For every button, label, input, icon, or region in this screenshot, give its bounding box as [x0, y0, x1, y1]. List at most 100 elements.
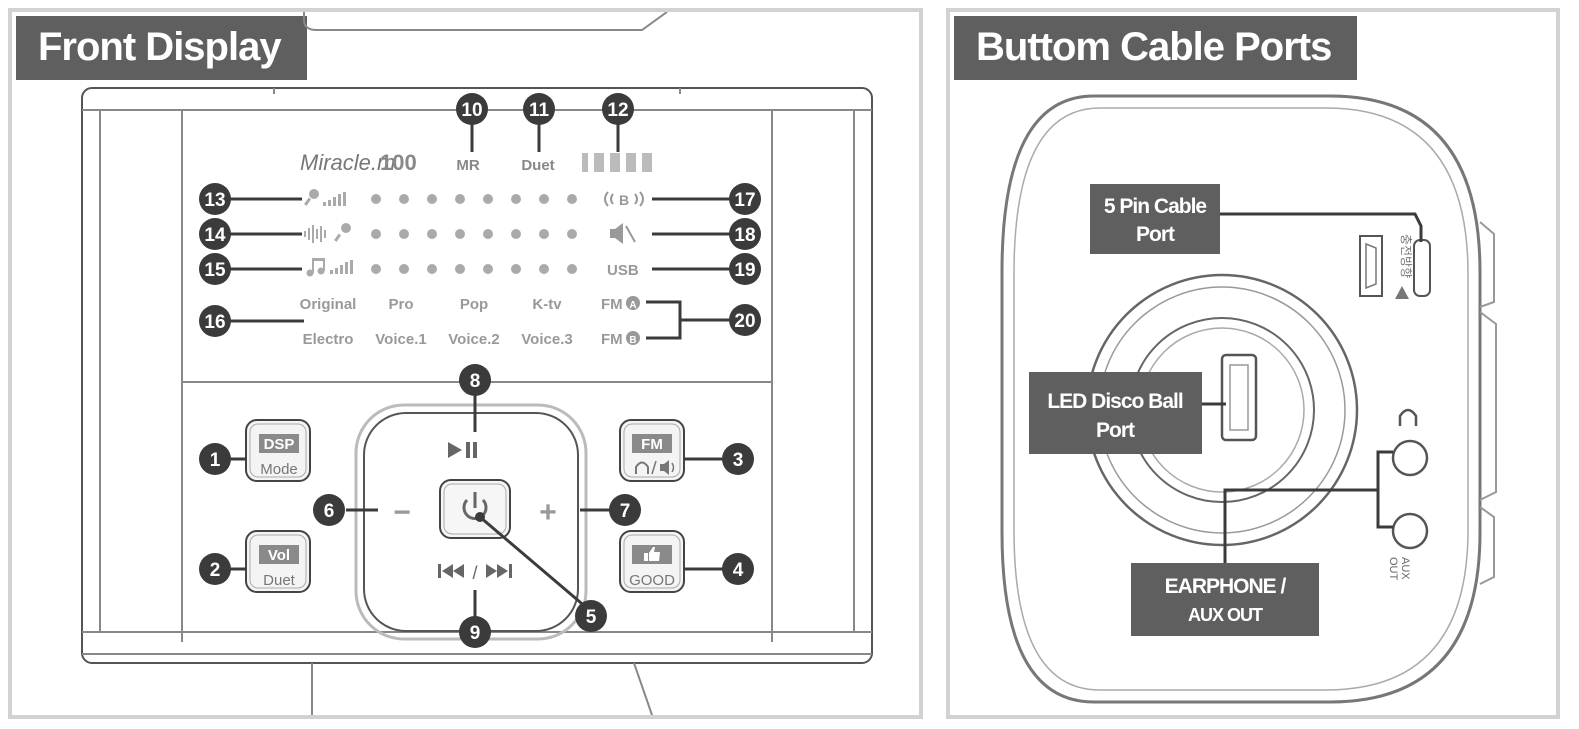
- svg-text:11: 11: [529, 100, 550, 121]
- callout-6: 6: [313, 494, 345, 526]
- plus-button[interactable]: +: [539, 496, 557, 529]
- dsp-mode-button[interactable]: DSP Mode: [245, 419, 311, 482]
- minus-button[interactable]: −: [393, 496, 411, 529]
- thumbs-up-icon: [644, 547, 660, 561]
- svg-text:3: 3: [733, 450, 744, 471]
- vol-duet-button[interactable]: Vol Duet: [245, 530, 311, 593]
- svg-text:14: 14: [204, 225, 226, 246]
- usb-indicator: USB: [607, 262, 639, 279]
- echo-mic-icon: [304, 223, 351, 243]
- callout-5: 5: [575, 600, 607, 632]
- callout-8: 8: [459, 364, 491, 396]
- svg-text:19: 19: [734, 260, 755, 281]
- callout-2: 2: [199, 553, 231, 585]
- front-display-title: Front Display: [16, 16, 307, 80]
- aux-out-jack: [1391, 512, 1429, 550]
- duet-indicator: Duet: [521, 157, 554, 174]
- svg-text:13: 13: [204, 190, 225, 211]
- svg-text:16: 16: [204, 312, 225, 333]
- svg-text:DSP: DSP: [264, 436, 295, 453]
- svg-text:Port: Port: [1136, 223, 1175, 246]
- callout-16: 16: [199, 305, 231, 337]
- svg-text:18: 18: [734, 225, 755, 246]
- svg-text:Vol: Vol: [268, 547, 290, 564]
- svg-text:5 Pin Cable: 5 Pin Cable: [1104, 195, 1207, 218]
- svg-text:FM: FM: [601, 331, 623, 348]
- speaker-mute-icon: [610, 223, 636, 244]
- callout-14: 14: [199, 218, 231, 250]
- svg-text:7: 7: [620, 501, 631, 522]
- led-disco-ball-port: [1220, 353, 1258, 442]
- prev-next-button[interactable]: /: [438, 563, 512, 583]
- earphone-jack: [1391, 439, 1429, 477]
- five-pin-port: 충전방향: [1359, 234, 1431, 299]
- svg-text:10: 10: [461, 100, 482, 121]
- level-dots: [371, 194, 577, 274]
- svg-text:20: 20: [734, 311, 755, 332]
- svg-text:/: /: [472, 563, 477, 583]
- cable-ports-diagram: 충전방향 AUX OUT 5 Pin Cable Port LED Disco …: [1000, 94, 1497, 704]
- led-port-label: LED Disco Ball Port: [1029, 372, 1202, 454]
- svg-text:FM: FM: [641, 436, 663, 453]
- svg-text:5: 5: [586, 607, 597, 628]
- brand-script: Miracle.m: [300, 150, 395, 175]
- callout-9: 9: [459, 616, 491, 648]
- callout-7: 7: [609, 494, 641, 526]
- play-pause-button[interactable]: [448, 442, 477, 458]
- svg-text:Port: Port: [1096, 419, 1135, 442]
- callout-11: 11: [523, 93, 555, 125]
- svg-text:AUX OUT: AUX OUT: [1188, 605, 1263, 625]
- cable-callout-lines: [1202, 212, 1423, 567]
- svg-text:LED Disco Ball: LED Disco Ball: [1047, 390, 1183, 413]
- svg-text:B: B: [629, 335, 636, 346]
- charge-direction-label: 충전방향: [1399, 234, 1413, 278]
- callout-15: 15: [199, 253, 231, 285]
- mode-voice1: Voice.1: [375, 331, 426, 348]
- svg-text:12: 12: [607, 100, 628, 121]
- fm-b-indicator: FM B: [601, 331, 640, 348]
- aux-label-line1: AUX: [1399, 557, 1411, 580]
- svg-text:Duet: Duet: [263, 572, 296, 589]
- svg-text:1: 1: [210, 450, 221, 471]
- headphone-icon: [1398, 408, 1418, 426]
- aux-label-line2: OUT: [1387, 557, 1399, 581]
- callout-17: 17: [729, 183, 761, 215]
- svg-text:6: 6: [324, 501, 335, 522]
- svg-text:15: 15: [204, 260, 226, 281]
- cable-ports-title: Buttom Cable Ports: [954, 16, 1358, 80]
- svg-text:8: 8: [470, 371, 481, 392]
- battery-indicator: [582, 153, 652, 172]
- bluetooth-icon: B: [604, 191, 644, 208]
- svg-text:9: 9: [470, 623, 481, 644]
- svg-text:GOOD: GOOD: [629, 572, 675, 589]
- front-display-diagram: Miracle.m 100 MR Duet: [81, 12, 873, 715]
- mode-voice3: Voice.3: [521, 331, 572, 348]
- callout-18: 18: [729, 218, 761, 250]
- svg-text:Mode: Mode: [260, 461, 298, 478]
- mode-electro: Electro: [303, 331, 354, 348]
- callout-4: 4: [722, 553, 754, 585]
- earphone-aux-label: EARPHONE / AUX OUT: [1131, 563, 1319, 636]
- svg-text:EARPHONE /: EARPHONE /: [1165, 575, 1287, 598]
- power-button[interactable]: [439, 479, 511, 539]
- fm-a-indicator: FM A: [601, 296, 640, 313]
- five-pin-label: 5 Pin Cable Port: [1090, 184, 1220, 254]
- callout-20: 20: [729, 304, 761, 336]
- svg-text:FM: FM: [601, 296, 623, 313]
- fm-button[interactable]: FM: [619, 419, 685, 482]
- callout-10: 10: [456, 93, 488, 125]
- mode-voice2: Voice.2: [448, 331, 499, 348]
- brand-model: 100: [380, 150, 417, 175]
- front-display-panel: Front Display Miracle.m 100 MR Duet: [8, 8, 923, 719]
- mr-indicator: MR: [456, 157, 479, 174]
- callout-13: 13: [199, 183, 231, 215]
- cable-ports-panel: Buttom Cable Ports 충전방향: [946, 8, 1560, 719]
- callout-1: 1: [199, 443, 231, 475]
- svg-text:A: A: [629, 300, 636, 311]
- mode-pop: Pop: [460, 296, 488, 313]
- callout-3: 3: [722, 443, 754, 475]
- mode-pro: Pro: [388, 296, 413, 313]
- svg-text:17: 17: [734, 190, 755, 211]
- good-button[interactable]: GOOD: [619, 530, 685, 593]
- callout-19: 19: [729, 253, 761, 285]
